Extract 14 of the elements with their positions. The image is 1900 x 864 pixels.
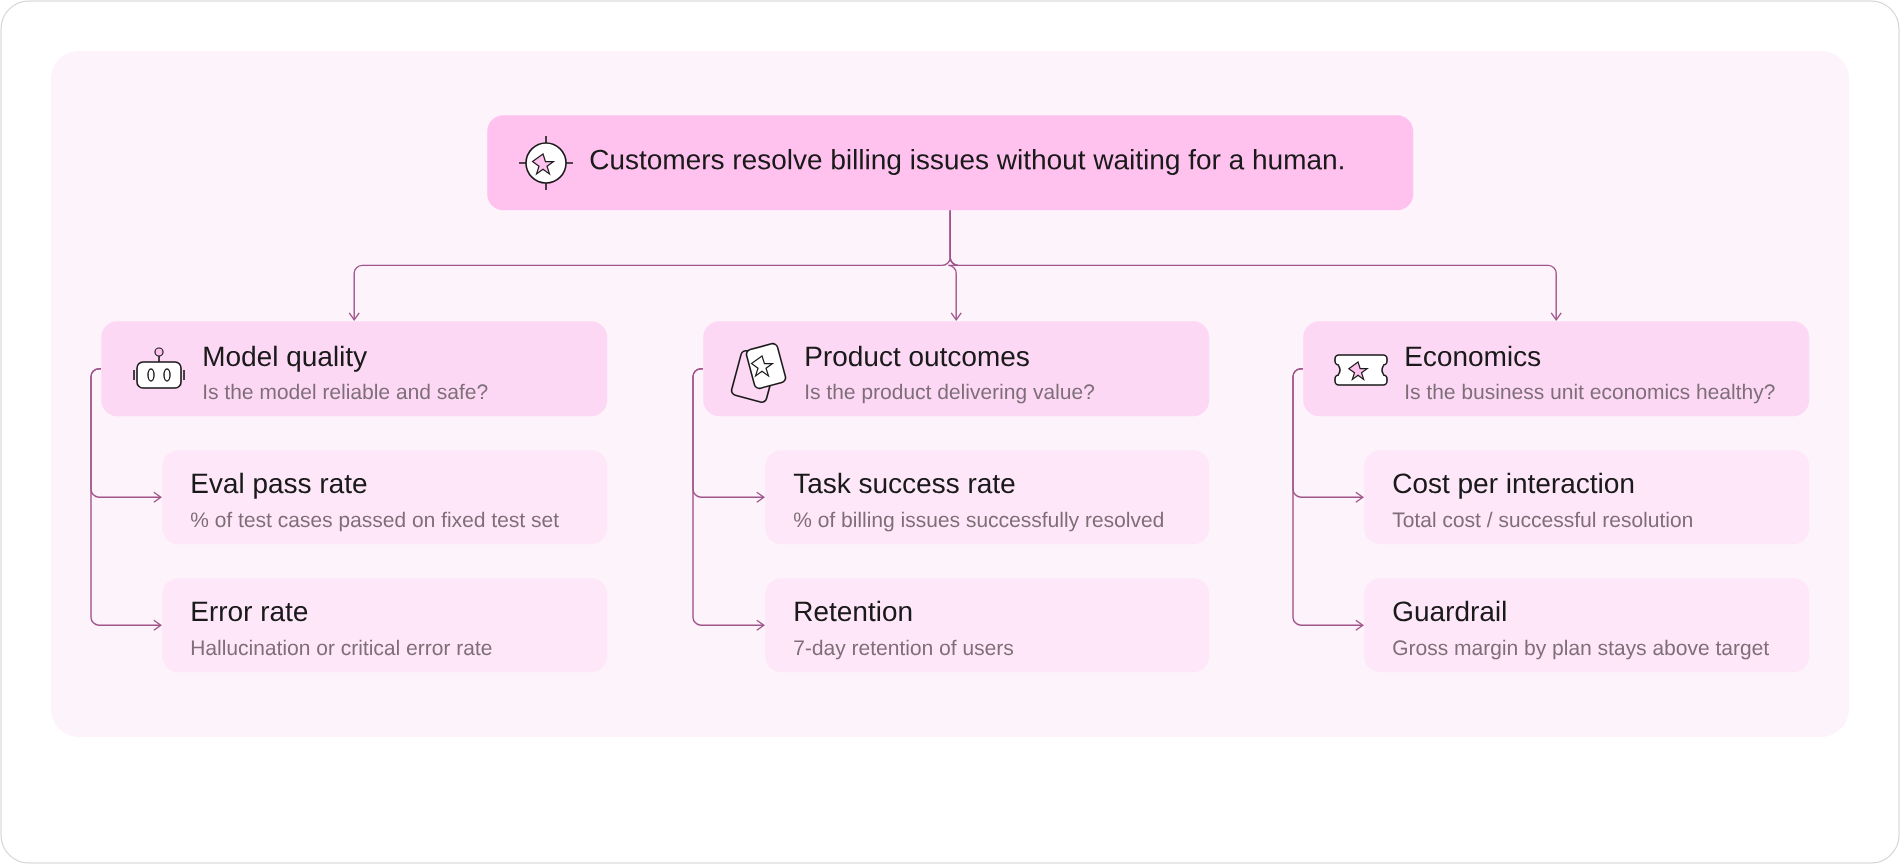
metric-box: Task success rate % of billing issues successfully resolved	[765, 450, 1210, 545]
arrow	[90, 368, 162, 631]
arrow	[949, 209, 1562, 321]
category-box: Model quality Is the model reliable and safe?	[101, 321, 608, 417]
arrow	[692, 368, 765, 631]
metric-box: Error rate Hallucination or critical error rate	[162, 578, 608, 673]
metric-box: Retention 7-day retention of users	[765, 578, 1210, 673]
metric-box: Eval pass rate % of test cases passed on fixed test set	[162, 450, 608, 545]
category-box: Economics Is the business unit economics healthy?	[1303, 321, 1810, 417]
metric-box: Guardrail Gross margin by plan stays above target	[1364, 578, 1810, 673]
metric-box: Cost per interaction Total cost / successful resolution	[1364, 450, 1810, 545]
goal-box: Customers resolve billing issues without waiting for a human.	[487, 115, 1414, 211]
category-box: Product outcomes Is the product delivering value?	[703, 321, 1210, 417]
arrow	[1292, 368, 1364, 631]
